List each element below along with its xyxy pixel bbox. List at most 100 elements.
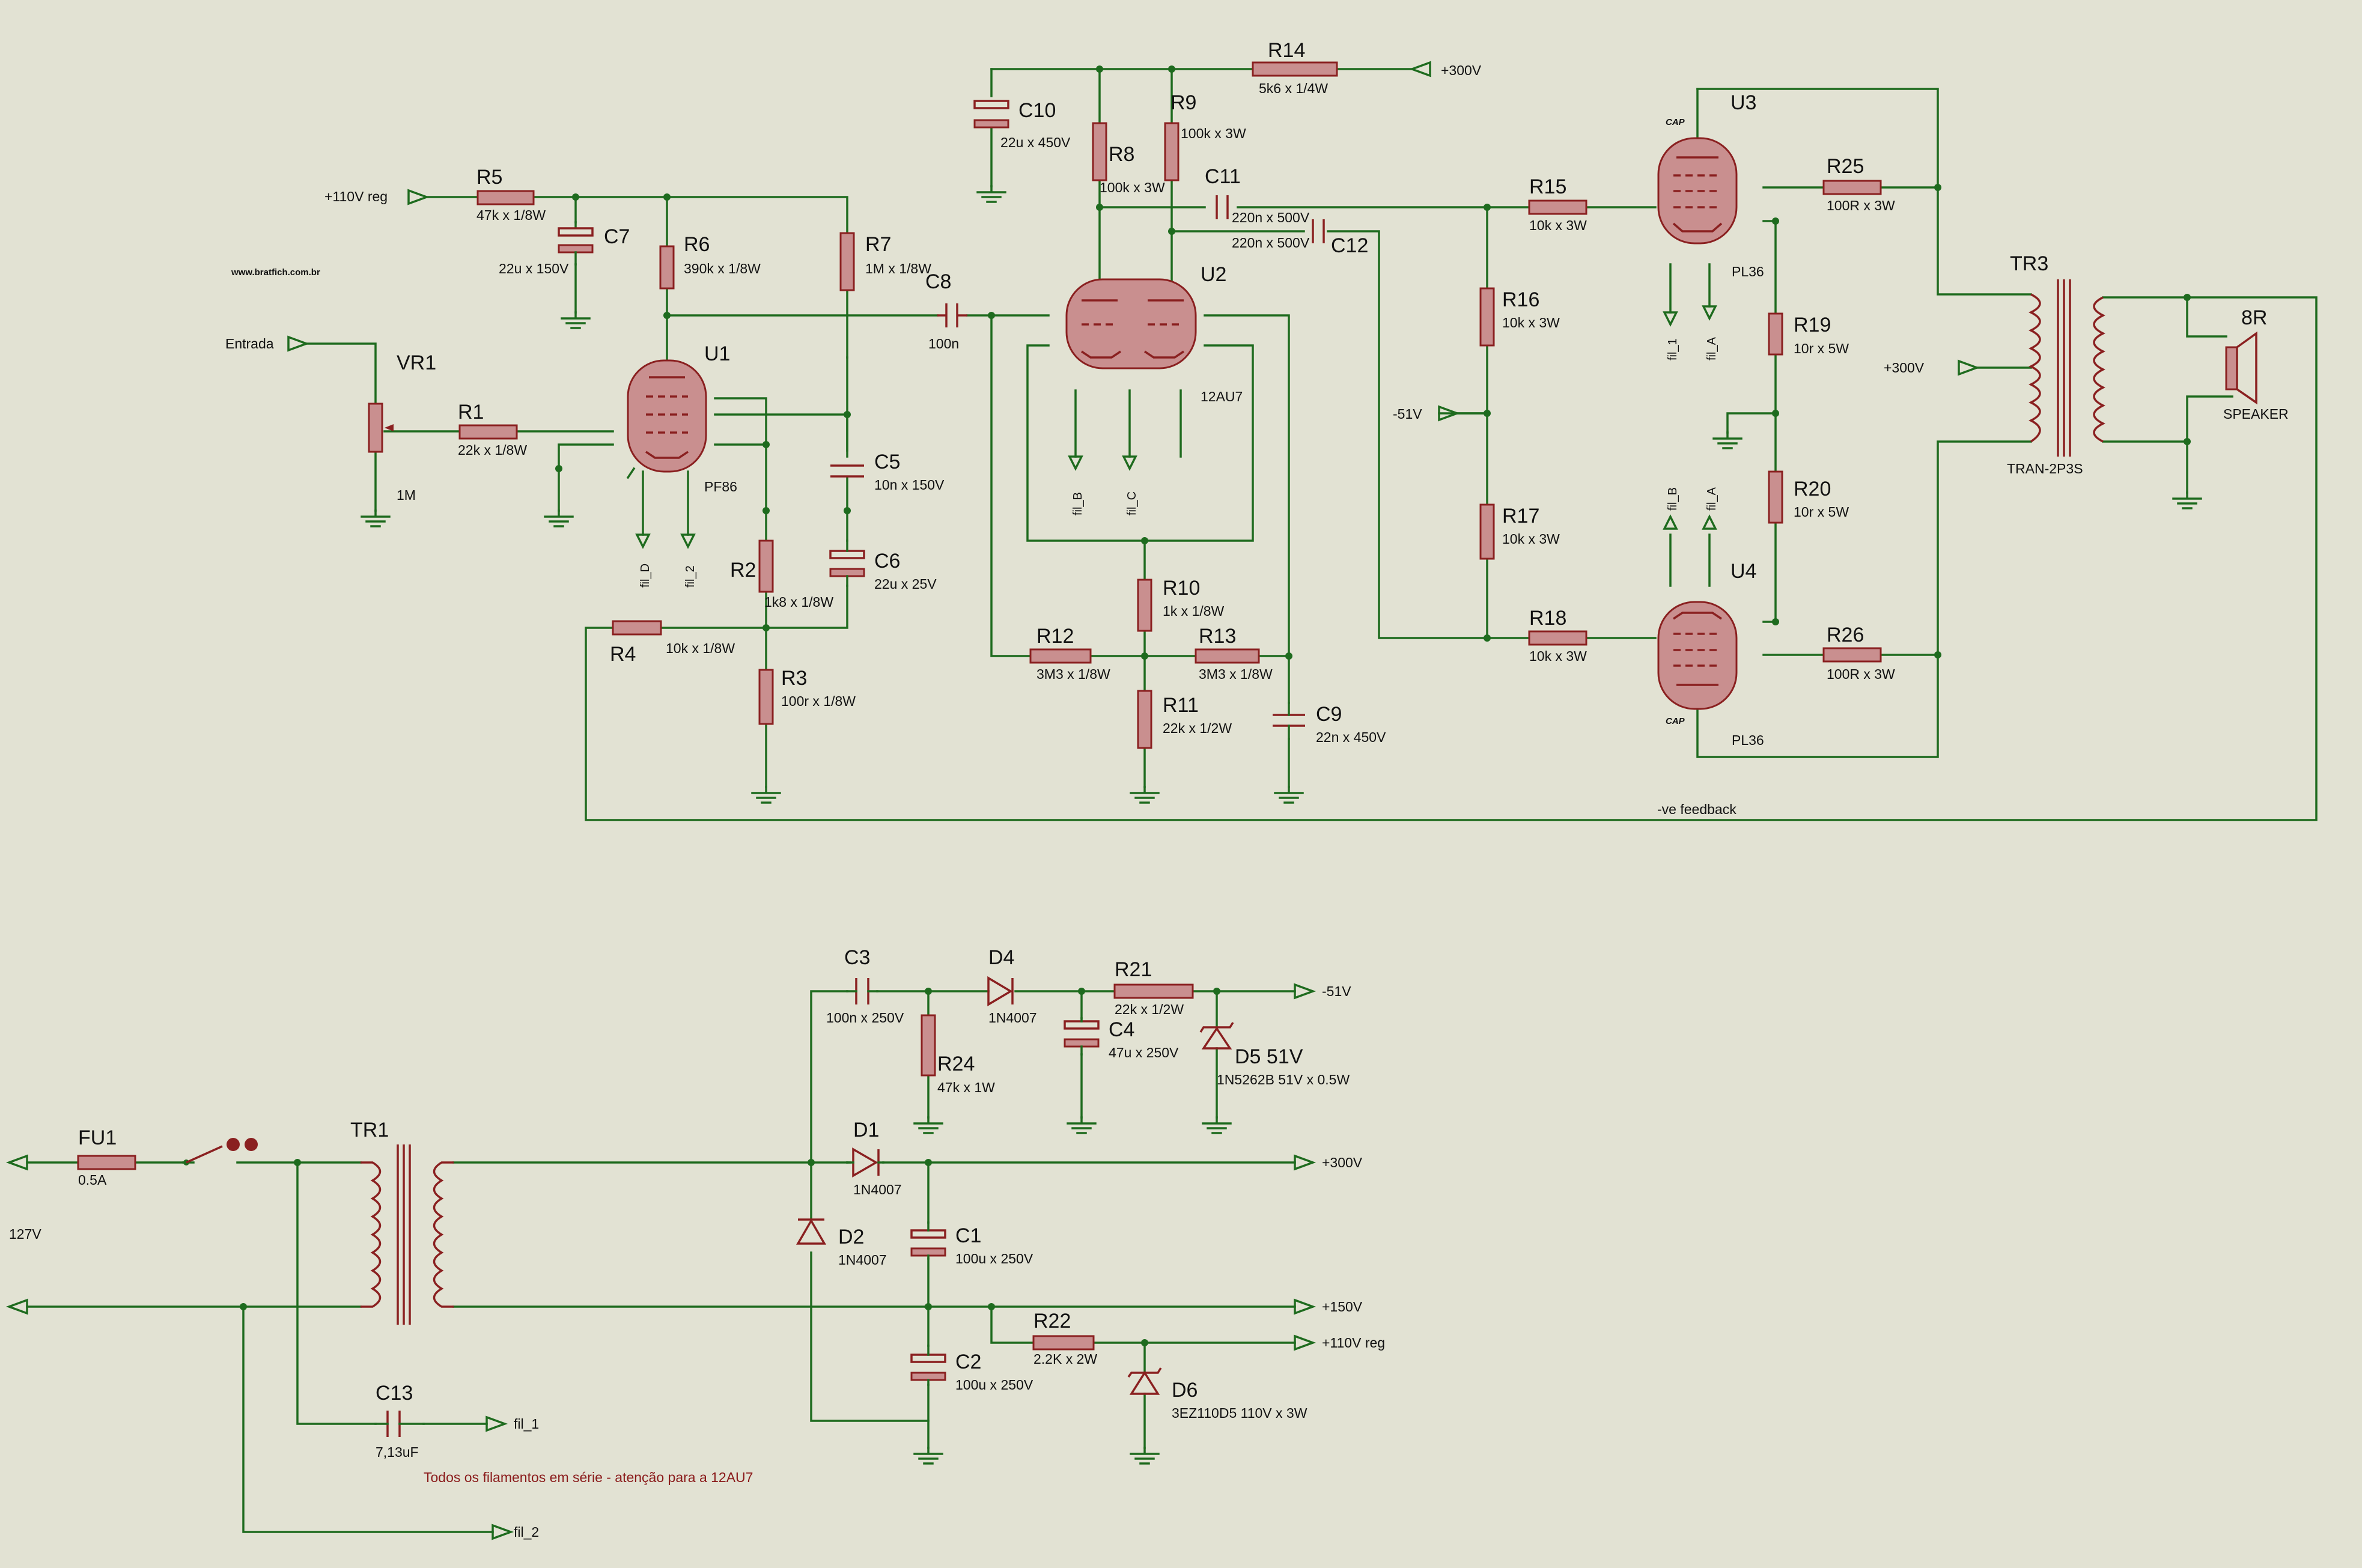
net-110v-reg-out: +110V reg bbox=[1322, 1335, 1385, 1351]
tube-U2[interactable] bbox=[1065, 278, 1197, 369]
resistor-R13[interactable] bbox=[1195, 648, 1260, 664]
net-labels: +110V reg Entrada +300V -51V +300V -51V … bbox=[9, 62, 1925, 1540]
zener-D5[interactable] bbox=[1199, 1022, 1234, 1050]
C10-ref: C10 bbox=[1018, 99, 1056, 122]
capacitor-C12[interactable] bbox=[1312, 219, 1325, 243]
fil-B-label: fil_B bbox=[1071, 492, 1085, 515]
transformer-TR3[interactable] bbox=[2029, 279, 2105, 457]
C13-ref: C13 bbox=[376, 1382, 413, 1405]
D1-value: 1N4007 bbox=[853, 1182, 902, 1197]
diode-D1[interactable] bbox=[846, 1147, 884, 1178]
capacitor-C3[interactable] bbox=[846, 978, 878, 1004]
C9-value: 22n x 450V bbox=[1316, 729, 1386, 745]
resistor-R16[interactable] bbox=[1479, 287, 1495, 347]
capacitor-C5[interactable] bbox=[830, 464, 864, 478]
filament-labels: fil_D fil_2 fil_B fil_C fil_1 fil_A fil_… bbox=[639, 117, 1718, 726]
tube-U1[interactable] bbox=[627, 359, 707, 473]
resistor-R22[interactable] bbox=[1032, 1335, 1095, 1351]
R16-ref: R16 bbox=[1502, 288, 1539, 311]
resistor-R2[interactable] bbox=[758, 539, 774, 593]
R19-value: 10r x 5W bbox=[1794, 341, 1849, 356]
resistor-R18[interactable] bbox=[1528, 630, 1587, 646]
R9-value: 100k x 3W bbox=[1181, 126, 1246, 141]
resistor-R11[interactable] bbox=[1137, 690, 1152, 749]
capacitor-C13[interactable] bbox=[374, 1411, 425, 1437]
R13-ref: R13 bbox=[1199, 625, 1236, 648]
resistor-R25[interactable] bbox=[1822, 180, 1882, 195]
ground-symbols bbox=[361, 185, 2202, 1465]
net-m51v-mid: -51V bbox=[1393, 406, 1422, 422]
R5-value: 47k x 1/8W bbox=[476, 207, 546, 223]
resistor-R15[interactable] bbox=[1528, 199, 1587, 215]
resistor-R5[interactable] bbox=[476, 190, 535, 205]
R4-value: 10k x 1/8W bbox=[666, 640, 735, 656]
TR3-value: TRAN-2P3S bbox=[2007, 461, 2083, 476]
capacitor-C7[interactable] bbox=[558, 221, 594, 266]
capacitor-C2[interactable] bbox=[910, 1345, 946, 1386]
resistor-R7[interactable] bbox=[839, 232, 855, 291]
C8-ref: C8 bbox=[925, 270, 951, 293]
zener-D6[interactable] bbox=[1127, 1367, 1162, 1395]
C3-ref: C3 bbox=[844, 946, 870, 969]
resistor-R10[interactable] bbox=[1137, 579, 1152, 632]
R11-ref: R11 bbox=[1163, 694, 1199, 717]
capacitor-C1[interactable] bbox=[910, 1221, 946, 1260]
resistor-R20[interactable] bbox=[1768, 470, 1783, 524]
R14-value: 5k6 x 1/4W bbox=[1259, 81, 1328, 96]
capacitor-C9[interactable] bbox=[1273, 702, 1305, 740]
capacitor-C4[interactable] bbox=[1064, 1017, 1100, 1056]
resistor-R21[interactable] bbox=[1113, 983, 1194, 999]
fil-C-label: fil_C bbox=[1125, 491, 1139, 515]
tube-U4[interactable] bbox=[1657, 601, 1738, 710]
C12-ref: C12 bbox=[1331, 234, 1368, 257]
speaker-8R[interactable] bbox=[2225, 331, 2257, 405]
R19-ref: R19 bbox=[1794, 314, 1831, 336]
u4-cap-label: CAP bbox=[1666, 716, 1685, 726]
resistor-R8[interactable] bbox=[1092, 122, 1107, 181]
D4-value: 1N4007 bbox=[988, 1010, 1037, 1026]
filament-note: Todos os filamentos em série - atenção p… bbox=[424, 1469, 753, 1485]
C13-value: 7,13uF bbox=[376, 1444, 419, 1460]
R12-value: 3M3 x 1/8W bbox=[1036, 666, 1110, 682]
R3-ref: R3 bbox=[781, 667, 807, 690]
C11-ref: C11 bbox=[1205, 165, 1241, 188]
resistor-R4[interactable] bbox=[612, 620, 662, 636]
R4-ref: R4 bbox=[610, 643, 636, 666]
resistor-R26[interactable] bbox=[1822, 647, 1882, 663]
resistor-R6[interactable] bbox=[659, 245, 675, 290]
website-label: www.bratfich.com.br bbox=[231, 267, 320, 278]
fuse-FU1[interactable] bbox=[77, 1155, 136, 1170]
resistor-R3[interactable] bbox=[758, 669, 774, 725]
resistor-R1[interactable] bbox=[458, 424, 518, 440]
resistor-R19[interactable] bbox=[1768, 312, 1783, 356]
resistor-R14[interactable] bbox=[1252, 61, 1338, 77]
resistor-R9[interactable] bbox=[1164, 122, 1179, 181]
R13-value: 3M3 x 1/8W bbox=[1199, 666, 1273, 682]
power-switch[interactable] bbox=[182, 1138, 258, 1165]
tube-U3[interactable] bbox=[1657, 137, 1738, 245]
C10-value: 22u x 450V bbox=[1000, 135, 1071, 150]
diode-D4[interactable] bbox=[987, 976, 1014, 1007]
R25-ref: R25 bbox=[1827, 155, 1864, 178]
R22-ref: R22 bbox=[1033, 1310, 1071, 1332]
R11-value: 22k x 1/2W bbox=[1163, 720, 1232, 736]
U1-ref: U1 bbox=[704, 342, 730, 365]
capacitor-C6[interactable] bbox=[829, 539, 865, 587]
capacitor-C8[interactable] bbox=[937, 303, 967, 327]
net-entrada: Entrada bbox=[225, 336, 274, 351]
C7-value: 22u x 150V bbox=[499, 261, 569, 276]
potentiometer-VR1[interactable] bbox=[368, 403, 394, 453]
R2-ref: R2 bbox=[730, 559, 756, 582]
resistor-R12[interactable] bbox=[1029, 648, 1092, 664]
capacitor-C11[interactable] bbox=[1216, 195, 1229, 219]
R12-ref: R12 bbox=[1036, 625, 1074, 648]
net-150v-out: +150V bbox=[1322, 1299, 1363, 1314]
u4-fil-B-label: fil_B bbox=[1666, 487, 1679, 511]
diode-D2[interactable] bbox=[796, 1218, 827, 1245]
resistor-R17[interactable] bbox=[1479, 503, 1495, 560]
capacitor-C10[interactable] bbox=[973, 100, 1009, 129]
transformer-TR1[interactable] bbox=[361, 1144, 454, 1325]
R7-ref: R7 bbox=[865, 233, 891, 256]
resistor-R24[interactable] bbox=[921, 1014, 936, 1077]
